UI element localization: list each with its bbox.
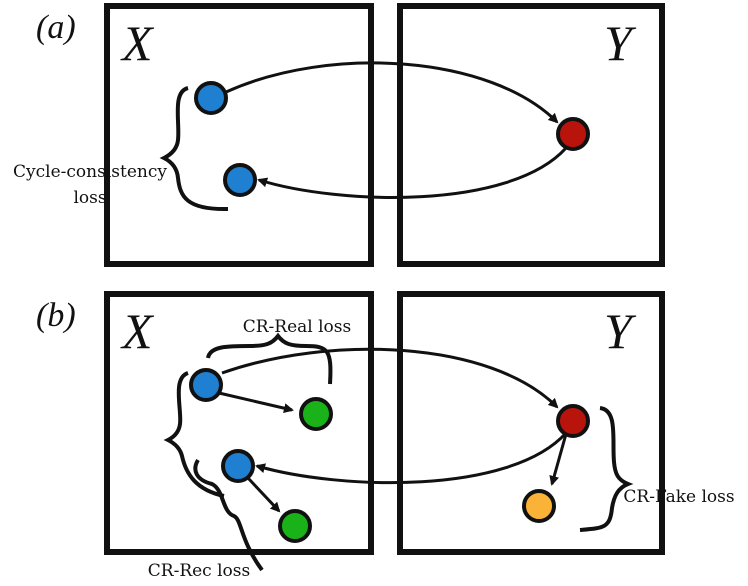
panel-a-cycle-brace (159, 86, 229, 212)
panel-b-domain-y-box (397, 291, 665, 555)
panel-b-x-perturbed-node (299, 397, 333, 431)
panel-a-cycle-loss-label-line1: Cycle-consistency (13, 162, 167, 182)
panel-b-x-reconstructed-node (221, 449, 255, 483)
panel-b-label: (b) (36, 297, 76, 334)
panel-b-domain-x-label: X (120, 303, 155, 359)
panel-b-fake-perturb-arrow (549, 433, 568, 486)
panel-a-domain-x-label: X (120, 15, 155, 71)
panel-b-cr-rec-label: CR-Rec loss (148, 561, 250, 581)
panel-b-rec-perturb-arrow (246, 476, 281, 513)
panel-a-cycle-loss-label-line2: loss (73, 188, 106, 208)
panel-b-x-source-node (189, 368, 223, 402)
panel-b-cycle-brace (163, 371, 225, 498)
panel-b-cr-rec-brace (193, 458, 264, 572)
panel-a-x-source-node (194, 81, 228, 115)
panel-a: (a) X Y Cycle-consistency loss (13, 3, 665, 267)
panel-b-reconstructed-perturbed-node (278, 509, 312, 543)
panel-a-y-translated-node (556, 117, 590, 151)
panel-a-forward-arrow (225, 61, 559, 124)
panel-a-x-reconstructed-node (223, 163, 257, 197)
panel-b-cr-real-label: CR-Real loss (243, 317, 352, 337)
panel-b-cr-fake-brace (579, 406, 634, 532)
panel-a-domain-x-box (104, 3, 374, 267)
panel-b-backward-arrow (255, 431, 568, 485)
panel-b-y-perturbed-node (522, 489, 556, 523)
panel-a-backward-arrow (257, 146, 568, 199)
panel-b-y-translated-node (556, 404, 590, 438)
panel-b-domain-y-label: Y (604, 303, 637, 359)
panel-b-cr-real-brace (206, 332, 333, 385)
panel-a-domain-y-label: Y (604, 15, 637, 71)
panel-b-forward-arrow (221, 347, 559, 409)
panel-a-label: (a) (36, 9, 76, 46)
panel-b: (b) X Y CR-Real loss CR-Rec loss CR-Fake… (36, 291, 735, 581)
panel-a-domain-y-box (397, 3, 665, 267)
panel-b-cr-fake-label: CR-Fake loss (623, 487, 734, 507)
panel-b-x-perturb-arrow (218, 391, 294, 414)
panel-b-domain-x-box (104, 291, 374, 555)
